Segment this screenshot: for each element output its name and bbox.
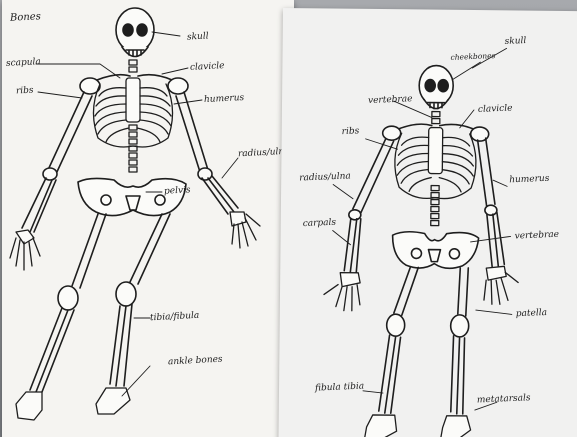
right-label-patella: patella <box>516 308 548 319</box>
right-leader-lines <box>331 47 515 411</box>
right-label-vertebrae-lower: vertebrae <box>514 230 559 242</box>
right-label-radius-ulna: radius/ulna <box>299 171 351 183</box>
right-worksheet: skull cheekbones vertebrae clavicle ribs… <box>278 8 577 437</box>
left-label-skull: skull <box>187 31 209 42</box>
left-label-ribs: ribs <box>16 86 34 97</box>
left-hands <box>10 212 260 270</box>
left-pelvis <box>78 178 186 215</box>
left-skull <box>116 8 154 57</box>
right-label-cheekbones: cheekbones <box>450 51 495 62</box>
left-skeleton-drawing <box>2 0 294 437</box>
right-label-humerus: humerus <box>509 174 550 186</box>
left-label-scapula: scapula <box>6 57 41 69</box>
left-worksheet: Bones skull scapula ribs clavicle humeru… <box>2 0 294 437</box>
left-label-pelvis: pelvis <box>164 185 191 196</box>
right-label-skull: skull <box>504 36 526 47</box>
right-label-carpals: carpals <box>303 218 337 229</box>
right-pelvis <box>392 232 478 269</box>
left-shoulder-r <box>168 78 188 94</box>
left-label-humerus: humerus <box>204 93 245 105</box>
right-ribcage <box>394 127 476 199</box>
right-label-clavicle: clavicle <box>478 104 513 115</box>
right-skull <box>419 65 453 108</box>
right-legs <box>379 267 470 414</box>
right-label-ribs: ribs <box>342 126 360 137</box>
right-hands <box>324 264 518 312</box>
left-feet <box>16 388 130 420</box>
right-label-fibula-tibia: fibula tibia <box>315 382 365 394</box>
right-feet <box>364 415 470 437</box>
left-label-clavicle: clavicle <box>190 61 225 73</box>
right-shoulder-l <box>383 126 401 140</box>
left-sheet-heading: Bones <box>10 11 41 24</box>
right-label-vertebrae: vertebrae <box>368 94 413 106</box>
left-legs <box>30 214 170 392</box>
